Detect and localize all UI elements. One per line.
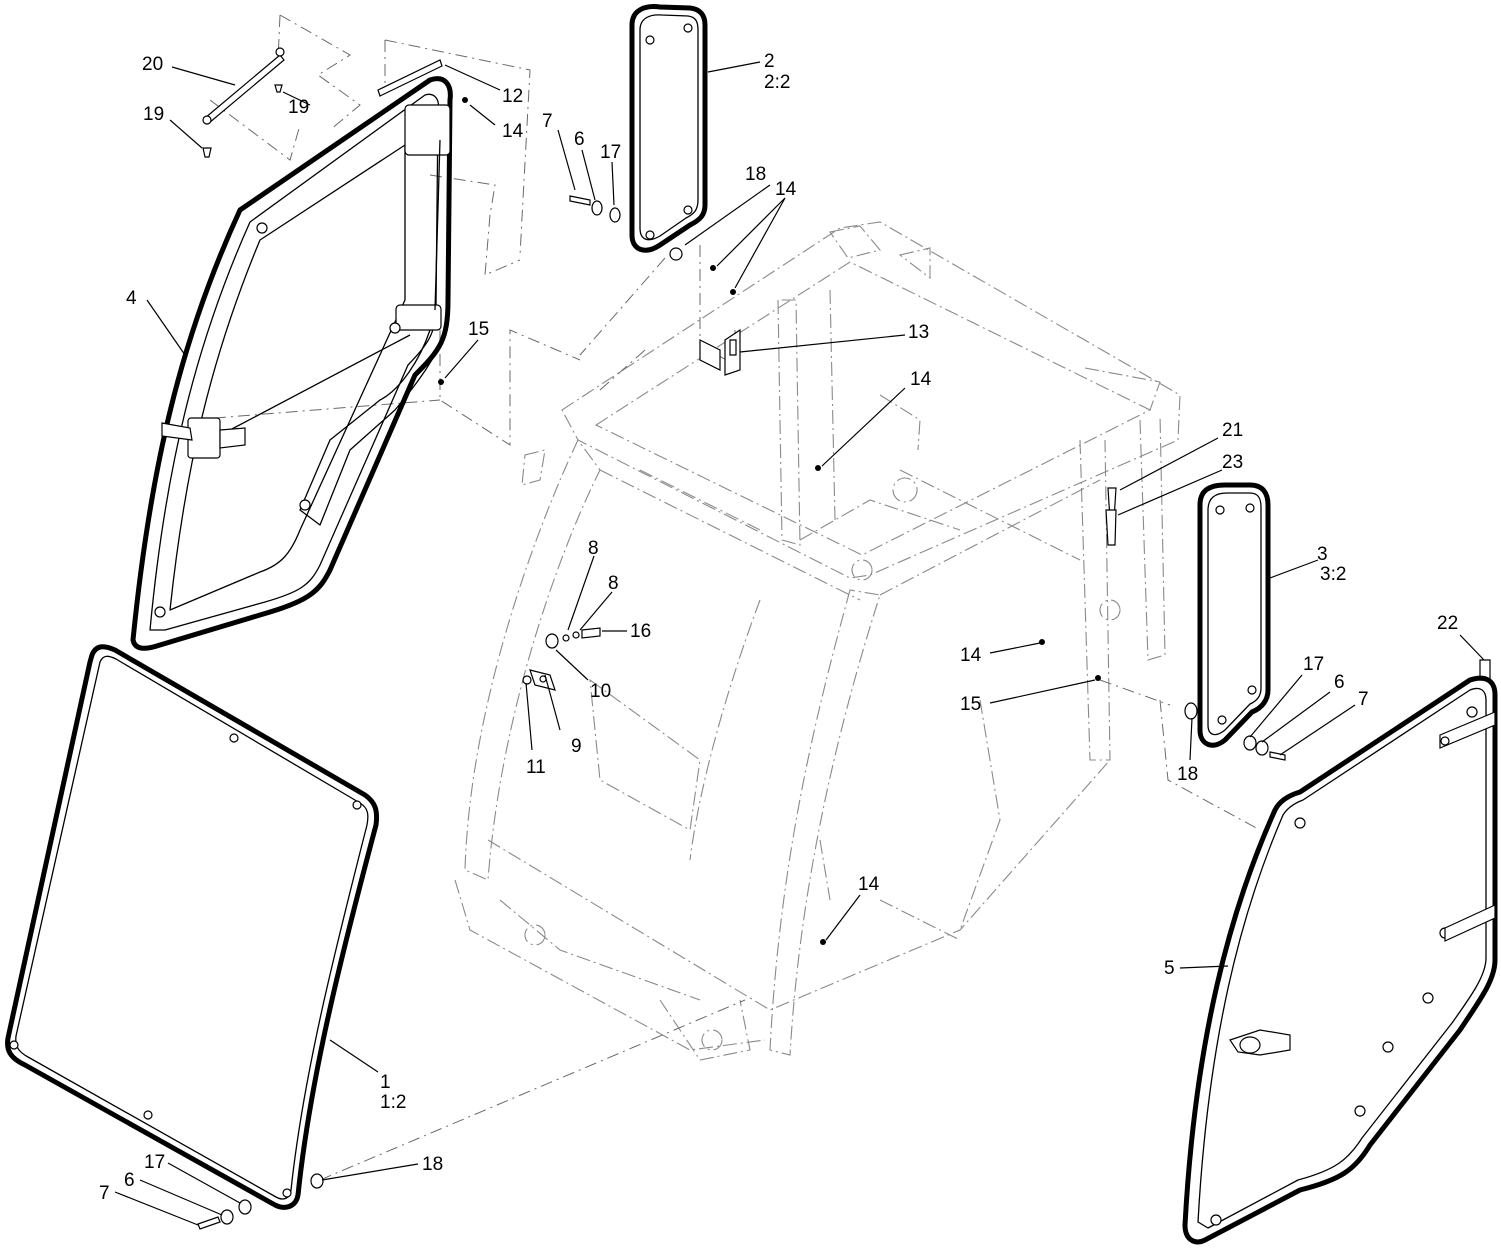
callout-14: 14 — [502, 121, 524, 142]
callout-18: 18 — [745, 164, 766, 185]
callout-12: 12 — [502, 86, 523, 107]
callout-21: 21 — [1222, 420, 1243, 441]
callout-labels: 20 19 19 12 14 2 2:2 7 6 17 18 14 4 15 1… — [99, 51, 1458, 1204]
assembly-lines — [189, 14, 1261, 1181]
door-glass-right — [1182, 675, 1498, 1245]
callout-13: 13 — [908, 322, 929, 343]
callout-5: 5 — [1164, 958, 1175, 979]
callout-2-2: 2:2 — [764, 72, 790, 93]
callout-14: 14 — [910, 369, 932, 390]
hardware-set-a — [438, 195, 741, 385]
callout-2: 2 — [764, 51, 775, 72]
callout-20: 20 — [142, 54, 163, 75]
callout-6: 6 — [124, 1170, 135, 1191]
callout-10: 10 — [590, 681, 611, 702]
callout-8: 8 — [588, 538, 599, 559]
callout-4: 4 — [126, 288, 137, 309]
gas-strut — [202, 47, 285, 158]
callout-14: 14 — [858, 874, 880, 895]
callout-22: 22 — [1437, 613, 1458, 634]
windscreen-glass — [5, 644, 380, 1210]
callout-7: 7 — [99, 1183, 110, 1204]
callout-17: 17 — [144, 1152, 165, 1173]
leader-lines — [114, 61, 1485, 1226]
callout-11: 11 — [526, 757, 546, 778]
callout-7: 7 — [1358, 689, 1369, 710]
callout-6: 6 — [574, 129, 585, 150]
hardware-set-c — [197, 1199, 252, 1230]
callout-3: 3 — [1317, 544, 1328, 565]
quarter-glass-2 — [629, 4, 708, 261]
callout-6: 6 — [1334, 672, 1345, 693]
callout-18: 18 — [422, 1154, 443, 1175]
callout-3-2: 3:2 — [1320, 564, 1346, 585]
callout-14: 14 — [960, 645, 982, 666]
hardware-set-b — [815, 465, 1491, 945]
callout-9: 9 — [571, 736, 582, 757]
callout-1: 1 — [380, 1072, 391, 1093]
door-glass-left — [130, 59, 468, 651]
callout-15: 15 — [468, 319, 489, 340]
callout-8: 8 — [608, 573, 619, 594]
cab-frame — [454, 221, 1181, 1061]
quarter-glass-3 — [1184, 482, 1271, 748]
callout-7: 7 — [542, 111, 553, 132]
callout-18: 18 — [1177, 764, 1198, 785]
callout-1-2: 1:2 — [380, 1092, 406, 1113]
callout-17: 17 — [600, 142, 621, 163]
callout-14: 14 — [775, 179, 797, 200]
callout-23: 23 — [1222, 452, 1243, 473]
hardware-set-d — [522, 627, 601, 691]
callout-15: 15 — [960, 694, 981, 715]
callout-16: 16 — [630, 621, 651, 642]
callout-17: 17 — [1303, 654, 1324, 675]
callout-19: 19 — [288, 97, 309, 118]
callout-19: 19 — [143, 104, 164, 125]
